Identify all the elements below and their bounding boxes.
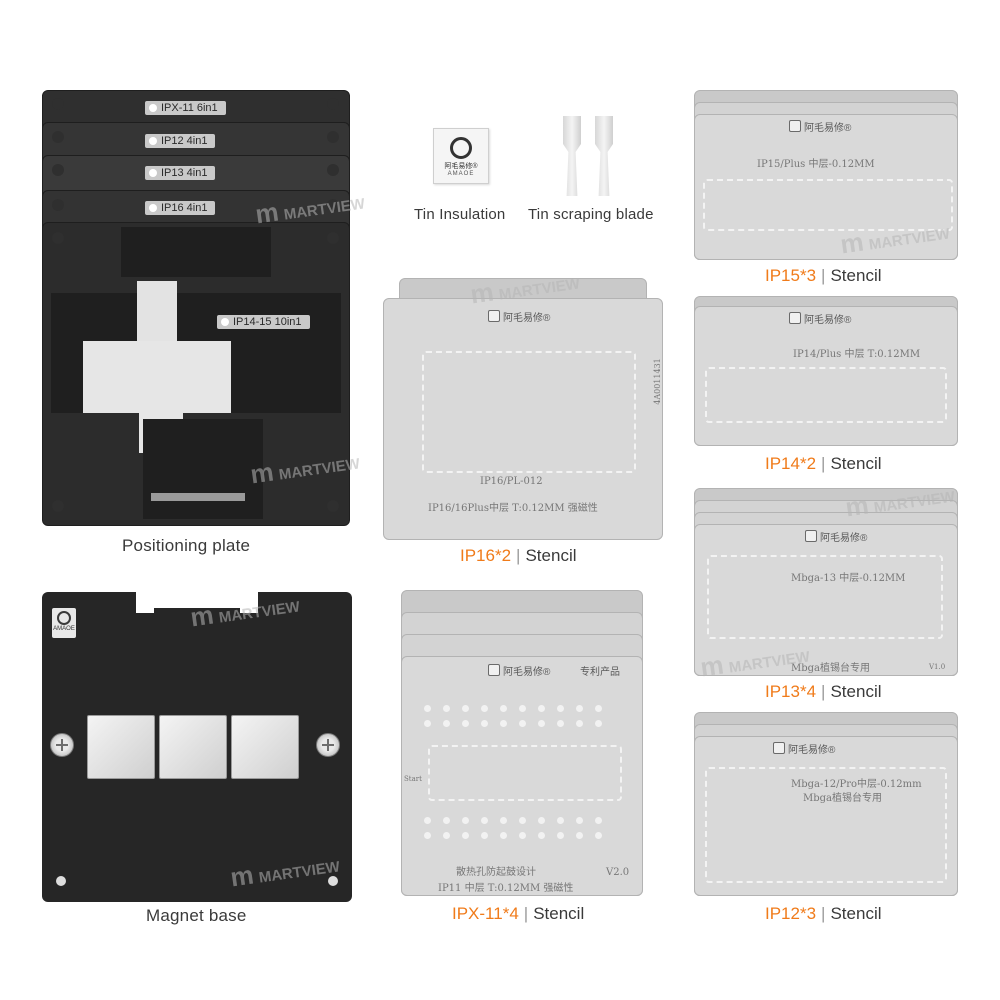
stencil-design: 散热孔防起鼓设计: [456, 867, 536, 878]
ip13-stencil-label: IP13*4|Stencil: [765, 682, 882, 701]
patent-label: 专利产品: [580, 667, 620, 678]
amaoe-logo-icon: AMAOE: [52, 608, 76, 638]
stencil-note: Mbga植锡台专用: [803, 793, 883, 804]
magnet-block: [231, 715, 299, 779]
stencil-spec: Mbga-13 中层-0.12MM: [791, 573, 906, 584]
stencil-spec: IP11 中层 T:0.12MM 强磁性: [438, 883, 574, 894]
amaoe-logo-icon: [789, 312, 801, 324]
stencil-version: V2.0: [606, 867, 630, 878]
ipx11-stencil-label: IPX-11*4|Stencil: [452, 904, 585, 923]
mount-hole: [52, 500, 64, 512]
positioning-plate-caption: Positioning plate: [122, 536, 251, 555]
screw-icon: [50, 733, 74, 757]
mount-hole: [327, 500, 339, 512]
magnet-base: AMAOE: [42, 591, 352, 902]
amaoe-logo-icon: [789, 120, 801, 132]
screw-icon: [316, 733, 340, 757]
stencil-spec: IP14/Plus 中层 T:0.12MM: [793, 349, 921, 360]
plate-tag: IP14-15 10in1: [217, 315, 310, 329]
mount-hole: [327, 232, 339, 244]
plate-tag: IP13 4in1: [145, 166, 216, 180]
tin-insulation-item: 阿毛易修® AMAOE: [433, 128, 489, 184]
ip14-stencil-label: IP14*2|Stencil: [765, 454, 882, 473]
mount-hole: [327, 164, 339, 176]
mount-hole: [52, 199, 64, 211]
magnet-base-caption: Magnet base: [146, 906, 247, 925]
stencil-spec: Mbga-12/Pro中层-0.12mm: [791, 779, 922, 790]
tin-blade-icon: [563, 116, 581, 196]
mount-hole: [52, 232, 64, 244]
magnet-block: [87, 715, 155, 779]
magnet-block: [159, 715, 227, 779]
amaoe-logo-icon: [488, 310, 500, 322]
mount-hole: [327, 199, 339, 211]
stencil-note: Mbga植锡台专用: [791, 663, 871, 674]
screw-dot: [328, 876, 338, 886]
amaoe-logo-icon: [450, 137, 472, 159]
tin-insulation-caption: Tin Insulation: [414, 206, 506, 223]
amaoe-logo-icon: [488, 664, 500, 676]
tin-blade-caption: Tin scraping blade: [528, 206, 654, 223]
stencil-version: V1.0: [929, 663, 946, 671]
mount-hole: [52, 131, 64, 143]
mount-hole: [52, 164, 64, 176]
stencil-barcode: 4A0011431: [652, 358, 662, 405]
mount-hole: [327, 131, 339, 143]
ip16-stencil-label: IP16*2|Stencil: [460, 546, 577, 565]
plate-tag: IP12 4in1: [145, 134, 216, 148]
mount-hole: [52, 98, 64, 110]
ip12-stencil-label: IP12*3|Stencil: [765, 904, 882, 923]
stencil-model: IP16/PL-012: [480, 476, 543, 487]
start-label: Start: [404, 775, 422, 783]
mount-hole: [327, 98, 339, 110]
tin-blade-icon: [595, 116, 613, 196]
amaoe-logo-icon: [805, 530, 817, 542]
stencil-spec: IP16/16Plus中层 T:0.12MM 强磁性: [428, 503, 598, 514]
ip15-stencil-label: IP15*3|Stencil: [765, 266, 882, 285]
plate-tag: IP16 4in1: [145, 201, 216, 215]
screw-dot: [56, 876, 66, 886]
stencil-spec: IP15/Plus 中层-0.12MM: [757, 159, 875, 170]
plate-tag: IPX-11 6in1: [145, 101, 226, 115]
amaoe-logo-icon: [773, 742, 785, 754]
